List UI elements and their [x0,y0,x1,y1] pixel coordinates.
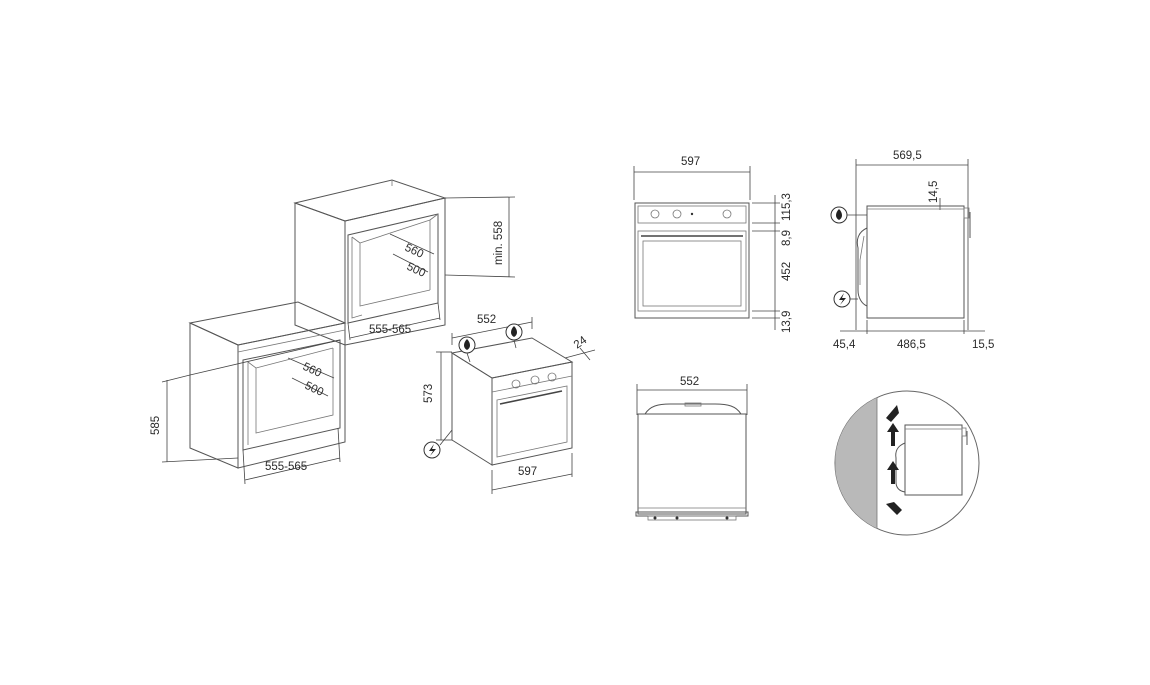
column-width-label: 555-565 [369,324,411,336]
base-depth-label-1: 560 [301,361,323,380]
ventilation-detail [834,390,980,536]
oven-top-width-label: 552 [477,314,496,326]
side-top-label: 14,5 [928,181,940,203]
front-gap-label: 8,9 [781,230,793,246]
oven-height-label: 573 [423,384,435,403]
top-width-label: 552 [680,376,699,388]
front-view: 597 115,3 8,9 452 13,9 [633,156,793,333]
top-view: 552 [635,376,749,521]
column-cabinet [293,179,516,346]
flame-icon [505,323,523,349]
side-rear-label: 15,5 [972,339,994,351]
base-height-label: 585 [150,416,162,435]
flame-icon [458,336,476,363]
base-depth-label-2: 500 [303,380,325,399]
side-depth-label: 569,5 [893,150,922,162]
wall-section [835,391,878,535]
front-bottom-label: 13,9 [781,311,793,333]
isometric-installation: 560 500 min. 558 555-565 560 500 585 555… [150,179,596,494]
front-door-label: 452 [781,262,793,281]
front-panel-label: 115,3 [781,193,793,221]
base-width-label: 555-565 [265,461,307,473]
base-cabinet [161,301,347,485]
flame-icon [830,206,867,224]
oven-front-depth-label: 24 [572,334,590,352]
column-height-label: min. 558 [493,221,505,265]
side-body-label: 486,5 [897,339,926,351]
column-depth-label-2: 500 [405,261,427,280]
oven-isometric [436,317,596,494]
side-view: 569,5 14,5 45,4 486,5 15,5 [830,150,994,351]
side-front-label: 45,4 [833,339,856,351]
oven-front-width-label: 597 [518,466,537,478]
lightning-icon [833,290,858,308]
front-width-label: 597 [681,156,700,168]
airflow-arrow-icon [886,405,902,515]
column-depth-label-1: 560 [403,242,425,261]
lightning-icon [423,441,441,459]
